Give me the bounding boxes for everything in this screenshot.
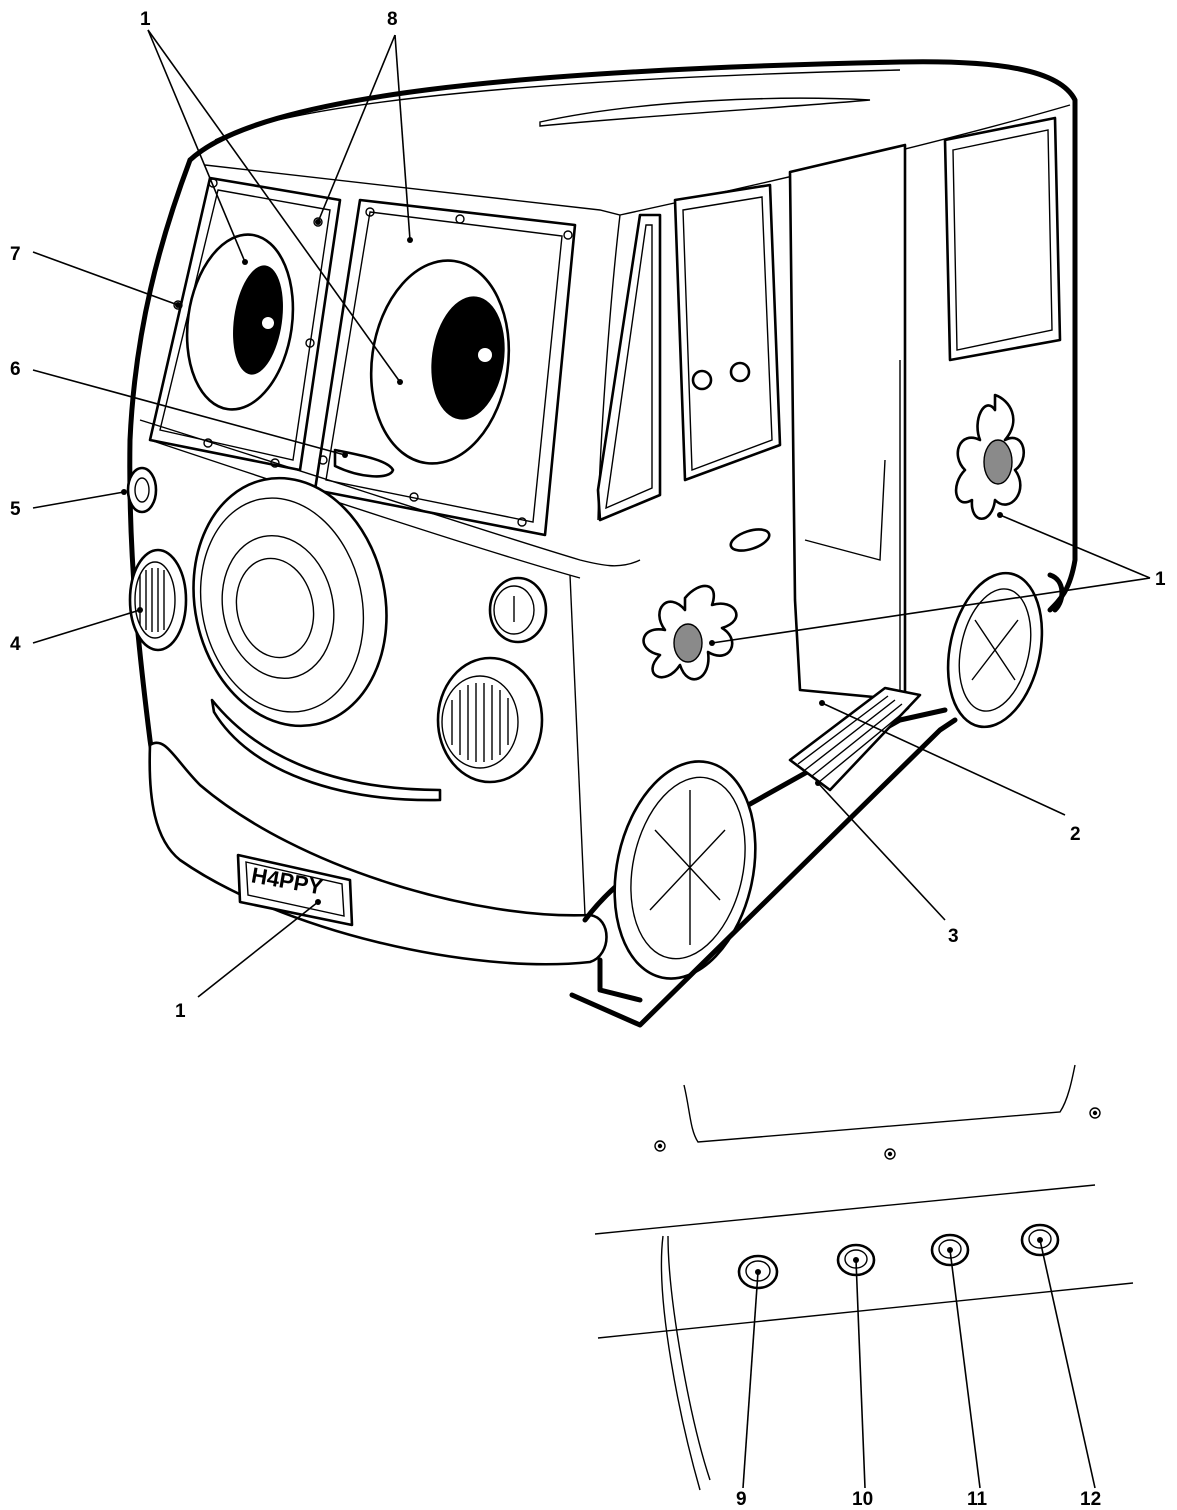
- bus-illustration: H4PPY: [126, 59, 1078, 1028]
- callout-label: 8: [387, 9, 398, 30]
- windshield-screws: [173, 178, 573, 527]
- callout-label: 1: [1155, 569, 1166, 590]
- base-platform: [569, 717, 958, 1028]
- callout-label: 4: [10, 634, 21, 655]
- indicator-light: [488, 576, 548, 644]
- control-panel-detail: [594, 1064, 1134, 1491]
- left-eye: [185, 233, 295, 411]
- callout-label: 1: [175, 1001, 186, 1022]
- spare-wheel: [192, 476, 388, 728]
- roof-outline: [187, 59, 1078, 613]
- front-bumper: [148, 741, 608, 966]
- panel-screw: [884, 1148, 896, 1160]
- panel-screw: [654, 1140, 666, 1152]
- left-side-light: [126, 466, 158, 514]
- flower-decal-front: [642, 584, 738, 681]
- rear-wheel: [946, 571, 1044, 729]
- panel-screw: [1089, 1107, 1101, 1119]
- callout-label: 10: [852, 1489, 873, 1510]
- callout-label: 7: [10, 244, 21, 265]
- callout-label: 3: [948, 926, 959, 947]
- door-step: [788, 686, 922, 792]
- callout-label: 1: [140, 9, 151, 30]
- smile: [210, 698, 442, 802]
- callout-label: 2: [1070, 824, 1081, 845]
- left-headlight: [128, 548, 188, 652]
- right-eye: [369, 259, 511, 465]
- callout-label: 12: [1080, 1489, 1101, 1510]
- callout-label: 11: [967, 1489, 988, 1510]
- callout-labels: 1 8 7 6 5 4 1 1 2 3 9 10 11 12: [10, 9, 1166, 1510]
- callout-label: 6: [10, 359, 21, 380]
- callout-label: 9: [736, 1489, 747, 1510]
- front-wheel: [613, 760, 757, 980]
- leader-lines: [32, 29, 1151, 1489]
- wiper: [333, 448, 395, 478]
- flower-decal-rear: [954, 393, 1025, 520]
- right-headlight: [436, 656, 544, 784]
- callout-label: 5: [10, 499, 21, 520]
